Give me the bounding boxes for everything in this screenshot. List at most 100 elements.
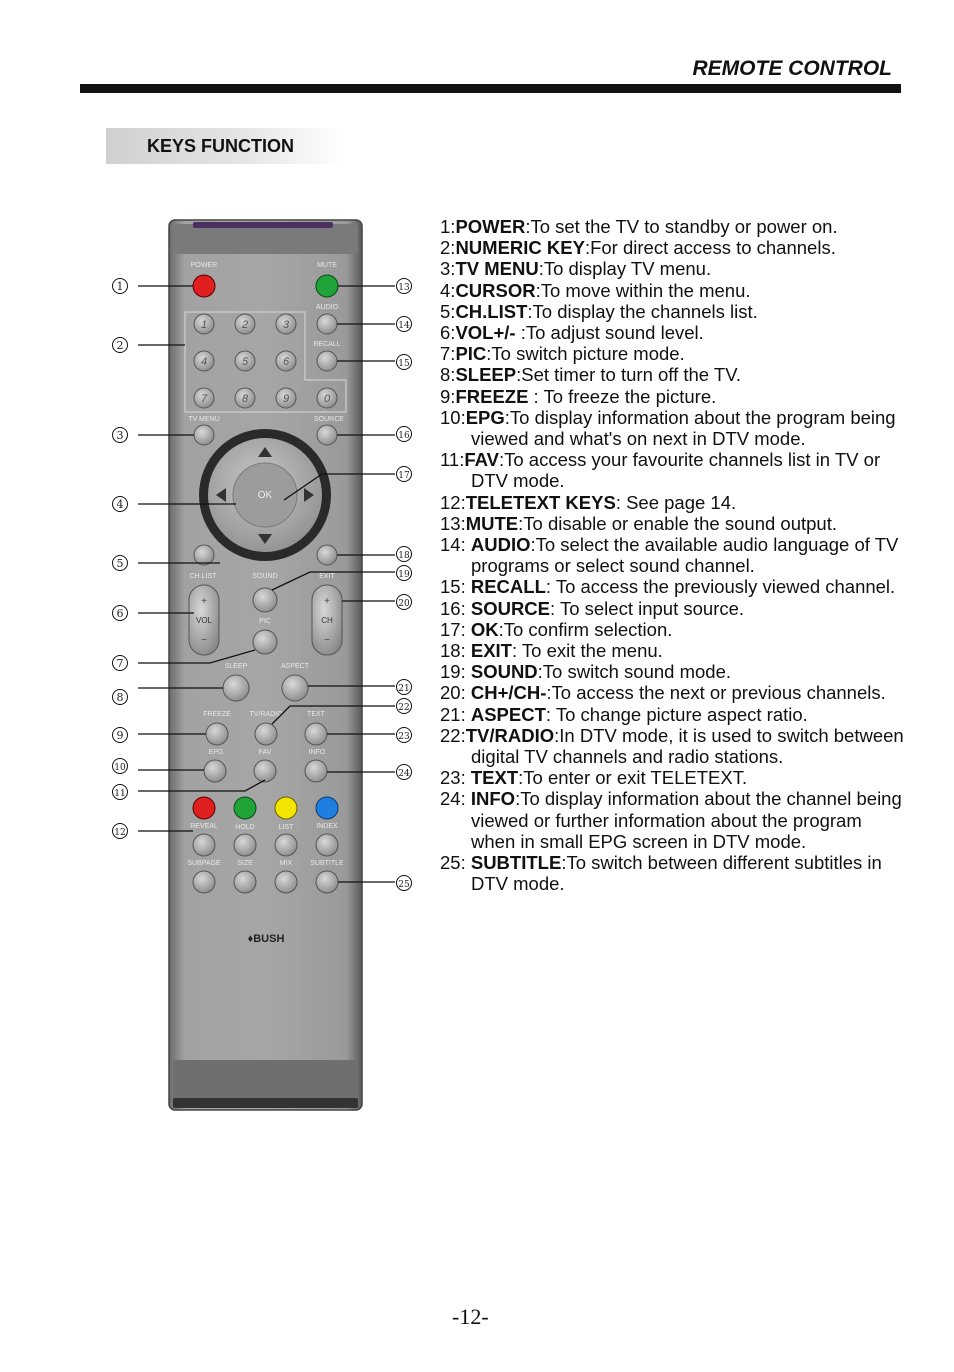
- digit-2-label: 2: [241, 319, 248, 331]
- digit-0-button[interactable]: [316, 387, 338, 409]
- callout-number-17: 17: [398, 471, 410, 481]
- digit-3-button[interactable]: [275, 313, 297, 335]
- mix-button[interactable]: [274, 870, 298, 894]
- digit-8-button[interactable]: [234, 387, 256, 409]
- up-arrow-icon[interactable]: [258, 447, 272, 457]
- digit-6-button[interactable]: [275, 350, 297, 372]
- key-function-description: :To adjust sound level.: [515, 322, 704, 344]
- exit-button[interactable]: [316, 544, 338, 566]
- key-function-item: 22:TV/RADIO:In DTV mode, it is used to s…: [440, 725, 910, 767]
- aspect-button[interactable]: [281, 674, 309, 702]
- size-button[interactable]: [233, 870, 257, 894]
- key-function-name: FREEZE: [455, 385, 529, 407]
- vol-minus-label: −: [201, 635, 207, 646]
- key-function-number: 24:: [440, 788, 471, 810]
- index-button[interactable]: [315, 833, 339, 857]
- down-arrow-icon[interactable]: [258, 534, 272, 544]
- callout-circle-14: [396, 316, 412, 332]
- callout-circle-23: [396, 727, 412, 743]
- key-function-name: TEXT: [470, 767, 519, 789]
- leader-lines: [138, 285, 395, 883]
- subtitle-button[interactable]: [315, 870, 339, 894]
- vol-rocker[interactable]: [188, 584, 220, 656]
- sound-button[interactable]: [252, 587, 278, 613]
- recall-button[interactable]: [316, 350, 338, 372]
- callout-number-7: 7: [117, 657, 124, 670]
- tv-radio-button[interactable]: [254, 722, 278, 746]
- epg-label: EPG: [209, 749, 224, 756]
- yellow-teletext-button[interactable]: [274, 796, 298, 820]
- hold-button[interactable]: [233, 833, 257, 857]
- key-function-number: 17:: [440, 618, 471, 640]
- key-function-name: RECALL: [470, 576, 546, 598]
- key-function-item: 2:NUMERIC KEY:For direct access to chann…: [440, 237, 910, 258]
- sleep-button[interactable]: [222, 674, 250, 702]
- key-function-name: EPG: [465, 406, 505, 428]
- remote-top-slot: [193, 222, 333, 228]
- text-label: TEXT: [307, 711, 326, 718]
- freeze-label: FREEZE: [203, 711, 231, 718]
- digit-5-button[interactable]: [234, 350, 256, 372]
- fav-button[interactable]: [253, 759, 277, 783]
- ok-button[interactable]: [232, 462, 298, 528]
- key-function-number: 19:: [440, 661, 471, 683]
- key-function-number: 20:: [440, 682, 471, 704]
- callout-number-23: 23: [398, 732, 410, 742]
- ch-list-button[interactable]: [193, 544, 215, 566]
- callout-number-24: 24: [398, 769, 410, 779]
- audio-label: AUDIO: [316, 304, 339, 311]
- key-function-name: AUDIO: [470, 534, 531, 556]
- tv-menu-label: TV MENU: [188, 416, 220, 423]
- callout-circle-22: [396, 698, 412, 714]
- ch-minus-label: −: [324, 635, 330, 646]
- mute-button[interactable]: [315, 274, 339, 298]
- key-function-description: :To disable or enable the sound output.: [518, 512, 837, 534]
- subpage-button[interactable]: [192, 870, 216, 894]
- key-function-item: 7:PIC:To switch picture mode.: [440, 343, 910, 364]
- recall-label: RECALL: [313, 341, 340, 348]
- page-header-title: REMOTE CONTROL: [692, 57, 893, 80]
- mute-label: MUTE: [317, 262, 337, 269]
- power-button[interactable]: [192, 274, 216, 298]
- key-function-description: : To select input source.: [550, 597, 745, 619]
- ch-rocker[interactable]: [311, 584, 343, 656]
- key-function-description: :To access the next or previous channels…: [546, 682, 886, 704]
- digit-2-button[interactable]: [234, 313, 256, 335]
- callout-circle-19: [396, 565, 412, 581]
- tv-menu-button[interactable]: [193, 424, 215, 446]
- pic-button[interactable]: [252, 629, 278, 655]
- left-arrow-icon[interactable]: [216, 488, 226, 502]
- key-function-number: 14:: [440, 534, 471, 556]
- list-button[interactable]: [274, 833, 298, 857]
- digit-9-button[interactable]: [275, 387, 297, 409]
- text-button[interactable]: [304, 722, 328, 746]
- red-teletext-button[interactable]: [192, 796, 216, 820]
- callout-circle-9: [112, 727, 128, 743]
- ch-plus-label: +: [324, 596, 330, 607]
- key-function-item: 17: OK:To confirm selection.: [440, 619, 910, 640]
- audio-button[interactable]: [316, 313, 338, 335]
- digit-1-button[interactable]: [193, 313, 215, 335]
- callout-number-14: 14: [398, 321, 410, 331]
- right-arrow-icon[interactable]: [304, 488, 314, 502]
- key-function-item: 3:TV MENU:To display TV menu.: [440, 258, 910, 279]
- blue-teletext-button[interactable]: [315, 796, 339, 820]
- key-function-name: CURSOR: [455, 279, 536, 301]
- callout-circle-11: [112, 784, 128, 800]
- digit-7-button[interactable]: [193, 387, 215, 409]
- callout-number-9: 9: [117, 729, 124, 742]
- numeric-pad-frame: [184, 311, 347, 413]
- reveal-button[interactable]: [192, 833, 216, 857]
- info-button[interactable]: [304, 759, 328, 783]
- epg-button[interactable]: [203, 759, 227, 783]
- digit-4-button[interactable]: [193, 350, 215, 372]
- ch-label: CH: [321, 616, 333, 625]
- freeze-button[interactable]: [205, 722, 229, 746]
- digit-1-label: 1: [201, 319, 207, 331]
- callout-circle-24: [396, 764, 412, 780]
- green-teletext-button[interactable]: [233, 796, 257, 820]
- callout-number-20: 20: [398, 599, 410, 609]
- source-button[interactable]: [316, 424, 338, 446]
- key-function-name: TV MENU: [455, 258, 539, 280]
- key-function-name: MUTE: [465, 512, 519, 534]
